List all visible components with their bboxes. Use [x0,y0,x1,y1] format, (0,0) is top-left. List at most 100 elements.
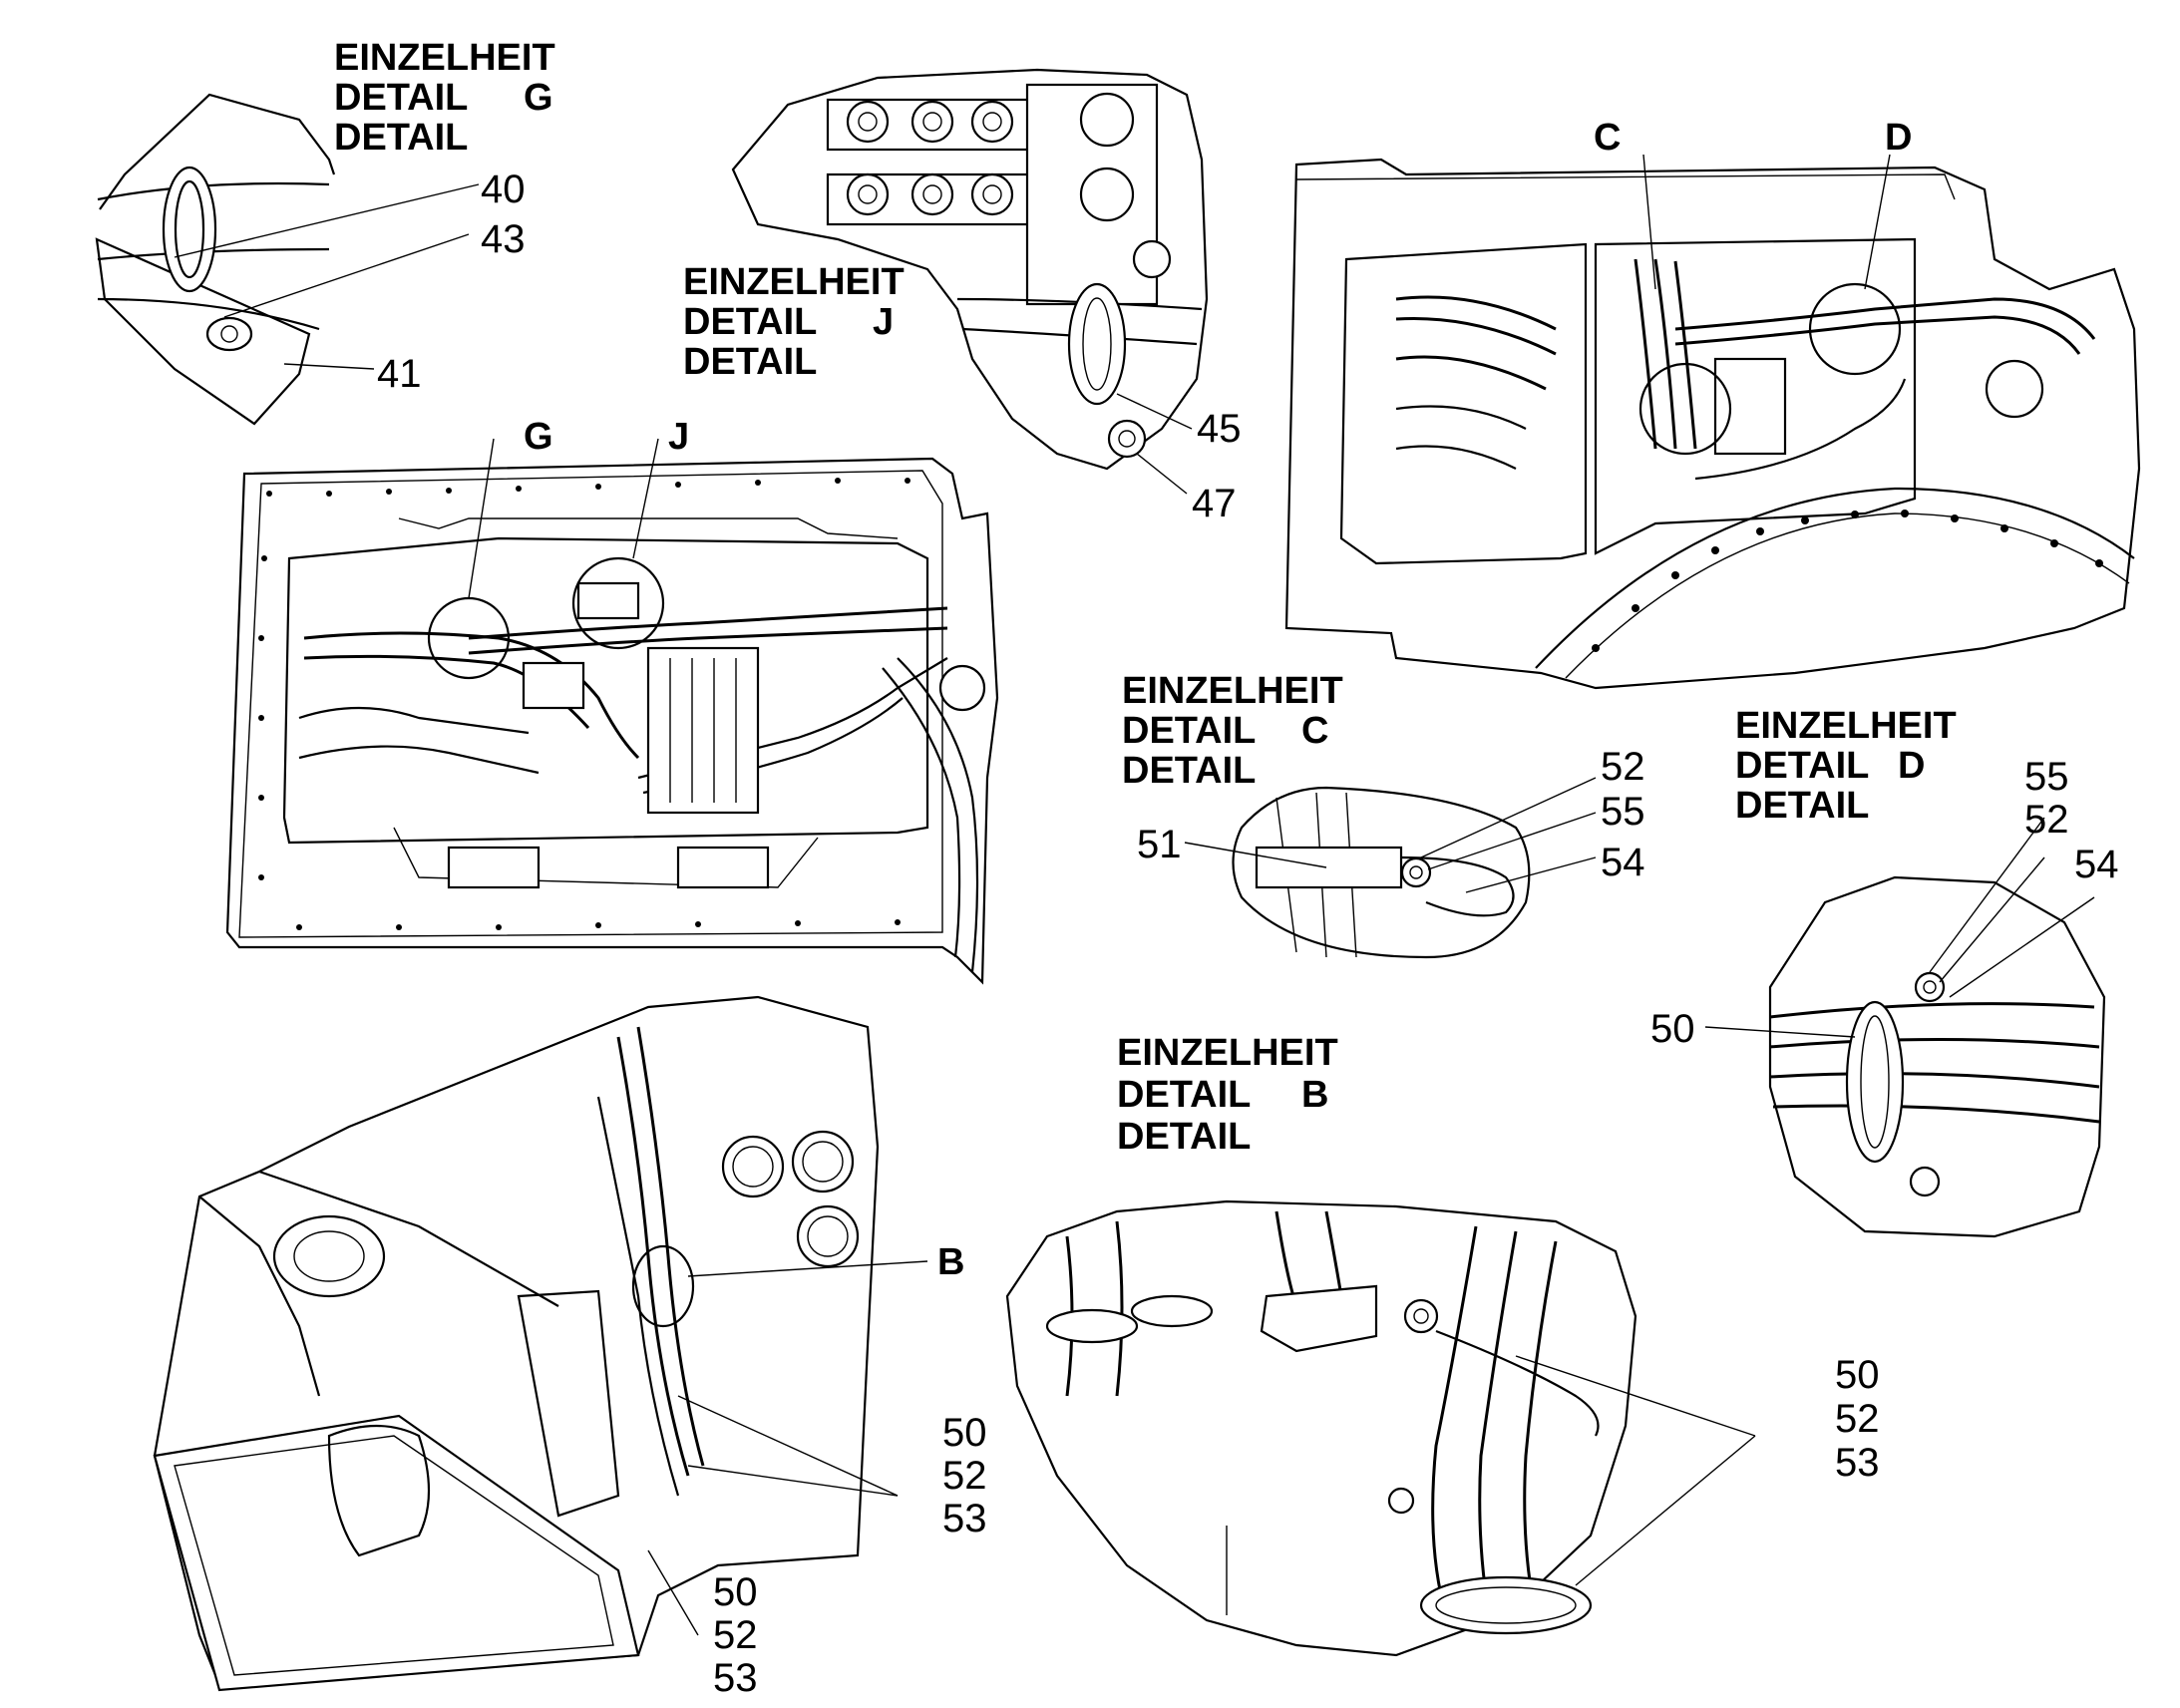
detail-j-letter: J [873,301,894,343]
leader-45 [1116,393,1193,430]
detail-c-title-line2: DETAIL [1122,710,1256,752]
top-view-window-right [676,846,770,889]
detail-g-title-line2: DETAIL [334,77,468,119]
detail-d-bolt [1914,971,1946,1003]
detail-c: EINZELHEIT DETAIL C DETAIL 52 55 51 54 [1122,670,1645,959]
iso-view-lower-detail-circle-b [631,1244,695,1328]
callout-51: 51 [1137,823,1182,866]
detail-d-letter: D [1898,745,1925,787]
top-view-assembly: G J [225,416,999,985]
callout-45: 45 [1197,407,1242,451]
ref-label-b: B [937,1241,964,1283]
detail-j-clamp [1067,282,1127,406]
leader-52-c [1420,777,1597,858]
detail-g-title-line1: EINZELHEIT [334,37,555,79]
detail-b-clamp-left [1045,1308,1139,1344]
callout-52-b: 52 [1835,1397,1880,1441]
top-view-holes [258,478,910,930]
detail-g-outline [95,93,336,426]
leader-52-d [1939,856,2045,983]
iso-view-lower-swivel [272,1214,386,1298]
callout-52-a: 52 [942,1454,987,1498]
leader-b-1 [1515,1355,1756,1437]
callout-53-a: 53 [942,1497,987,1540]
callout-50-g2: 50 [713,1570,758,1614]
detail-b: EINZELHEIT DETAIL B DETAIL 50 52 53 [1005,1032,1880,1657]
leader-55-d [1929,817,2045,973]
callout-53-g2: 53 [713,1656,758,1700]
callout-50-a: 50 [942,1411,987,1455]
callout-52-d: 52 [2024,798,2069,842]
detail-c-clamp [1255,846,1403,889]
top-view-window-left [447,846,541,889]
callout-55-d: 55 [2024,755,2069,799]
detail-c-title-line3: DETAIL [1122,750,1256,792]
detail-b-outline [1005,1199,1637,1657]
callout-50-d: 50 [1650,1007,1695,1051]
detail-d: EINZELHEIT DETAIL D DETAIL 55 52 54 50 [1650,705,2119,1238]
top-view-inner-tray [282,536,929,845]
detail-g-clamp-ring [162,166,217,293]
leader-54-d [1949,896,2095,998]
leader-47 [1136,453,1188,495]
callout-54-c: 54 [1601,841,1645,884]
callout-52-c: 52 [1601,745,1645,789]
detail-j-title-line3: DETAIL [683,341,817,383]
detail-b-bracket [1260,1284,1378,1353]
leader-54-c [1465,856,1597,893]
detail-j-title-line2: DETAIL [683,301,817,343]
ref-label-c: C [1594,117,1621,159]
iso-view-lower-console [517,1289,620,1518]
iso-view-box [1713,357,1787,456]
callout-40: 40 [481,168,526,211]
detail-c-letter: C [1301,710,1328,752]
top-view-detail-circle-j [571,556,665,650]
detail-g: EINZELHEIT DETAIL G DETAIL 40 43 41 [95,37,555,426]
detail-c-outline [1232,786,1531,959]
detail-d-clamp [1845,1000,1905,1164]
callout-54-d: 54 [2074,843,2119,886]
callout-50-b: 50 [1835,1353,1880,1397]
detail-b-clamp-bottom [1419,1575,1593,1635]
callout-41: 41 [377,352,422,396]
iso-view-bay-right [1594,237,1917,555]
iso-view-ring-holes [1592,510,2103,652]
detail-d-title-line1: EINZELHEIT [1735,705,1957,747]
detail-j-bolt [1107,419,1147,459]
leader-50-d [1704,1026,1856,1038]
detail-b-letter: B [1301,1074,1328,1116]
iso-view-detail-circle-d [1808,282,1902,376]
detail-j-fittings [826,83,1172,306]
leader-43 [223,233,470,318]
callout-43: 43 [481,217,526,261]
top-view-frame [225,457,999,985]
detail-g-letter: G [524,77,553,119]
iso-view-lower: B 50 52 53 50 52 53 [153,995,987,1700]
leader-51 [1184,842,1327,868]
detail-b-title-line3: DETAIL [1117,1116,1251,1158]
iso-view-upper: C D [1284,117,2141,690]
callout-47: 47 [1192,482,1237,525]
detail-c-title-line1: EINZELHEIT [1122,670,1343,712]
detail-b-title-line1: EINZELHEIT [1117,1032,1338,1074]
top-view-main-bundle-1 [468,606,948,640]
detail-d-title-line2: DETAIL [1735,745,1869,787]
leader-40 [174,183,480,258]
detail-g-bolt [205,316,253,352]
iso-view-upper-frame [1284,158,2141,690]
detail-j: EINZELHEIT DETAIL J DETAIL 45 47 [683,68,1242,525]
ref-label-d: D [1885,117,1912,159]
callout-55-c: 55 [1601,790,1645,834]
iso-view-ring [1535,487,2135,669]
detail-c-bolt [1400,856,1432,888]
detail-j-title-line1: EINZELHEIT [683,261,905,303]
iso-view-detail-circle-c [1638,362,1732,456]
ref-label-g: G [524,416,553,458]
leader-55-c [1427,812,1597,870]
detail-j-outline [731,68,1209,471]
iso-view-bay-left [1339,242,1588,565]
callout-53-b: 53 [1835,1441,1880,1485]
detail-d-title-line3: DETAIL [1735,785,1869,827]
detail-g-title-line3: DETAIL [334,117,468,159]
detail-d-outline [1768,875,2106,1238]
